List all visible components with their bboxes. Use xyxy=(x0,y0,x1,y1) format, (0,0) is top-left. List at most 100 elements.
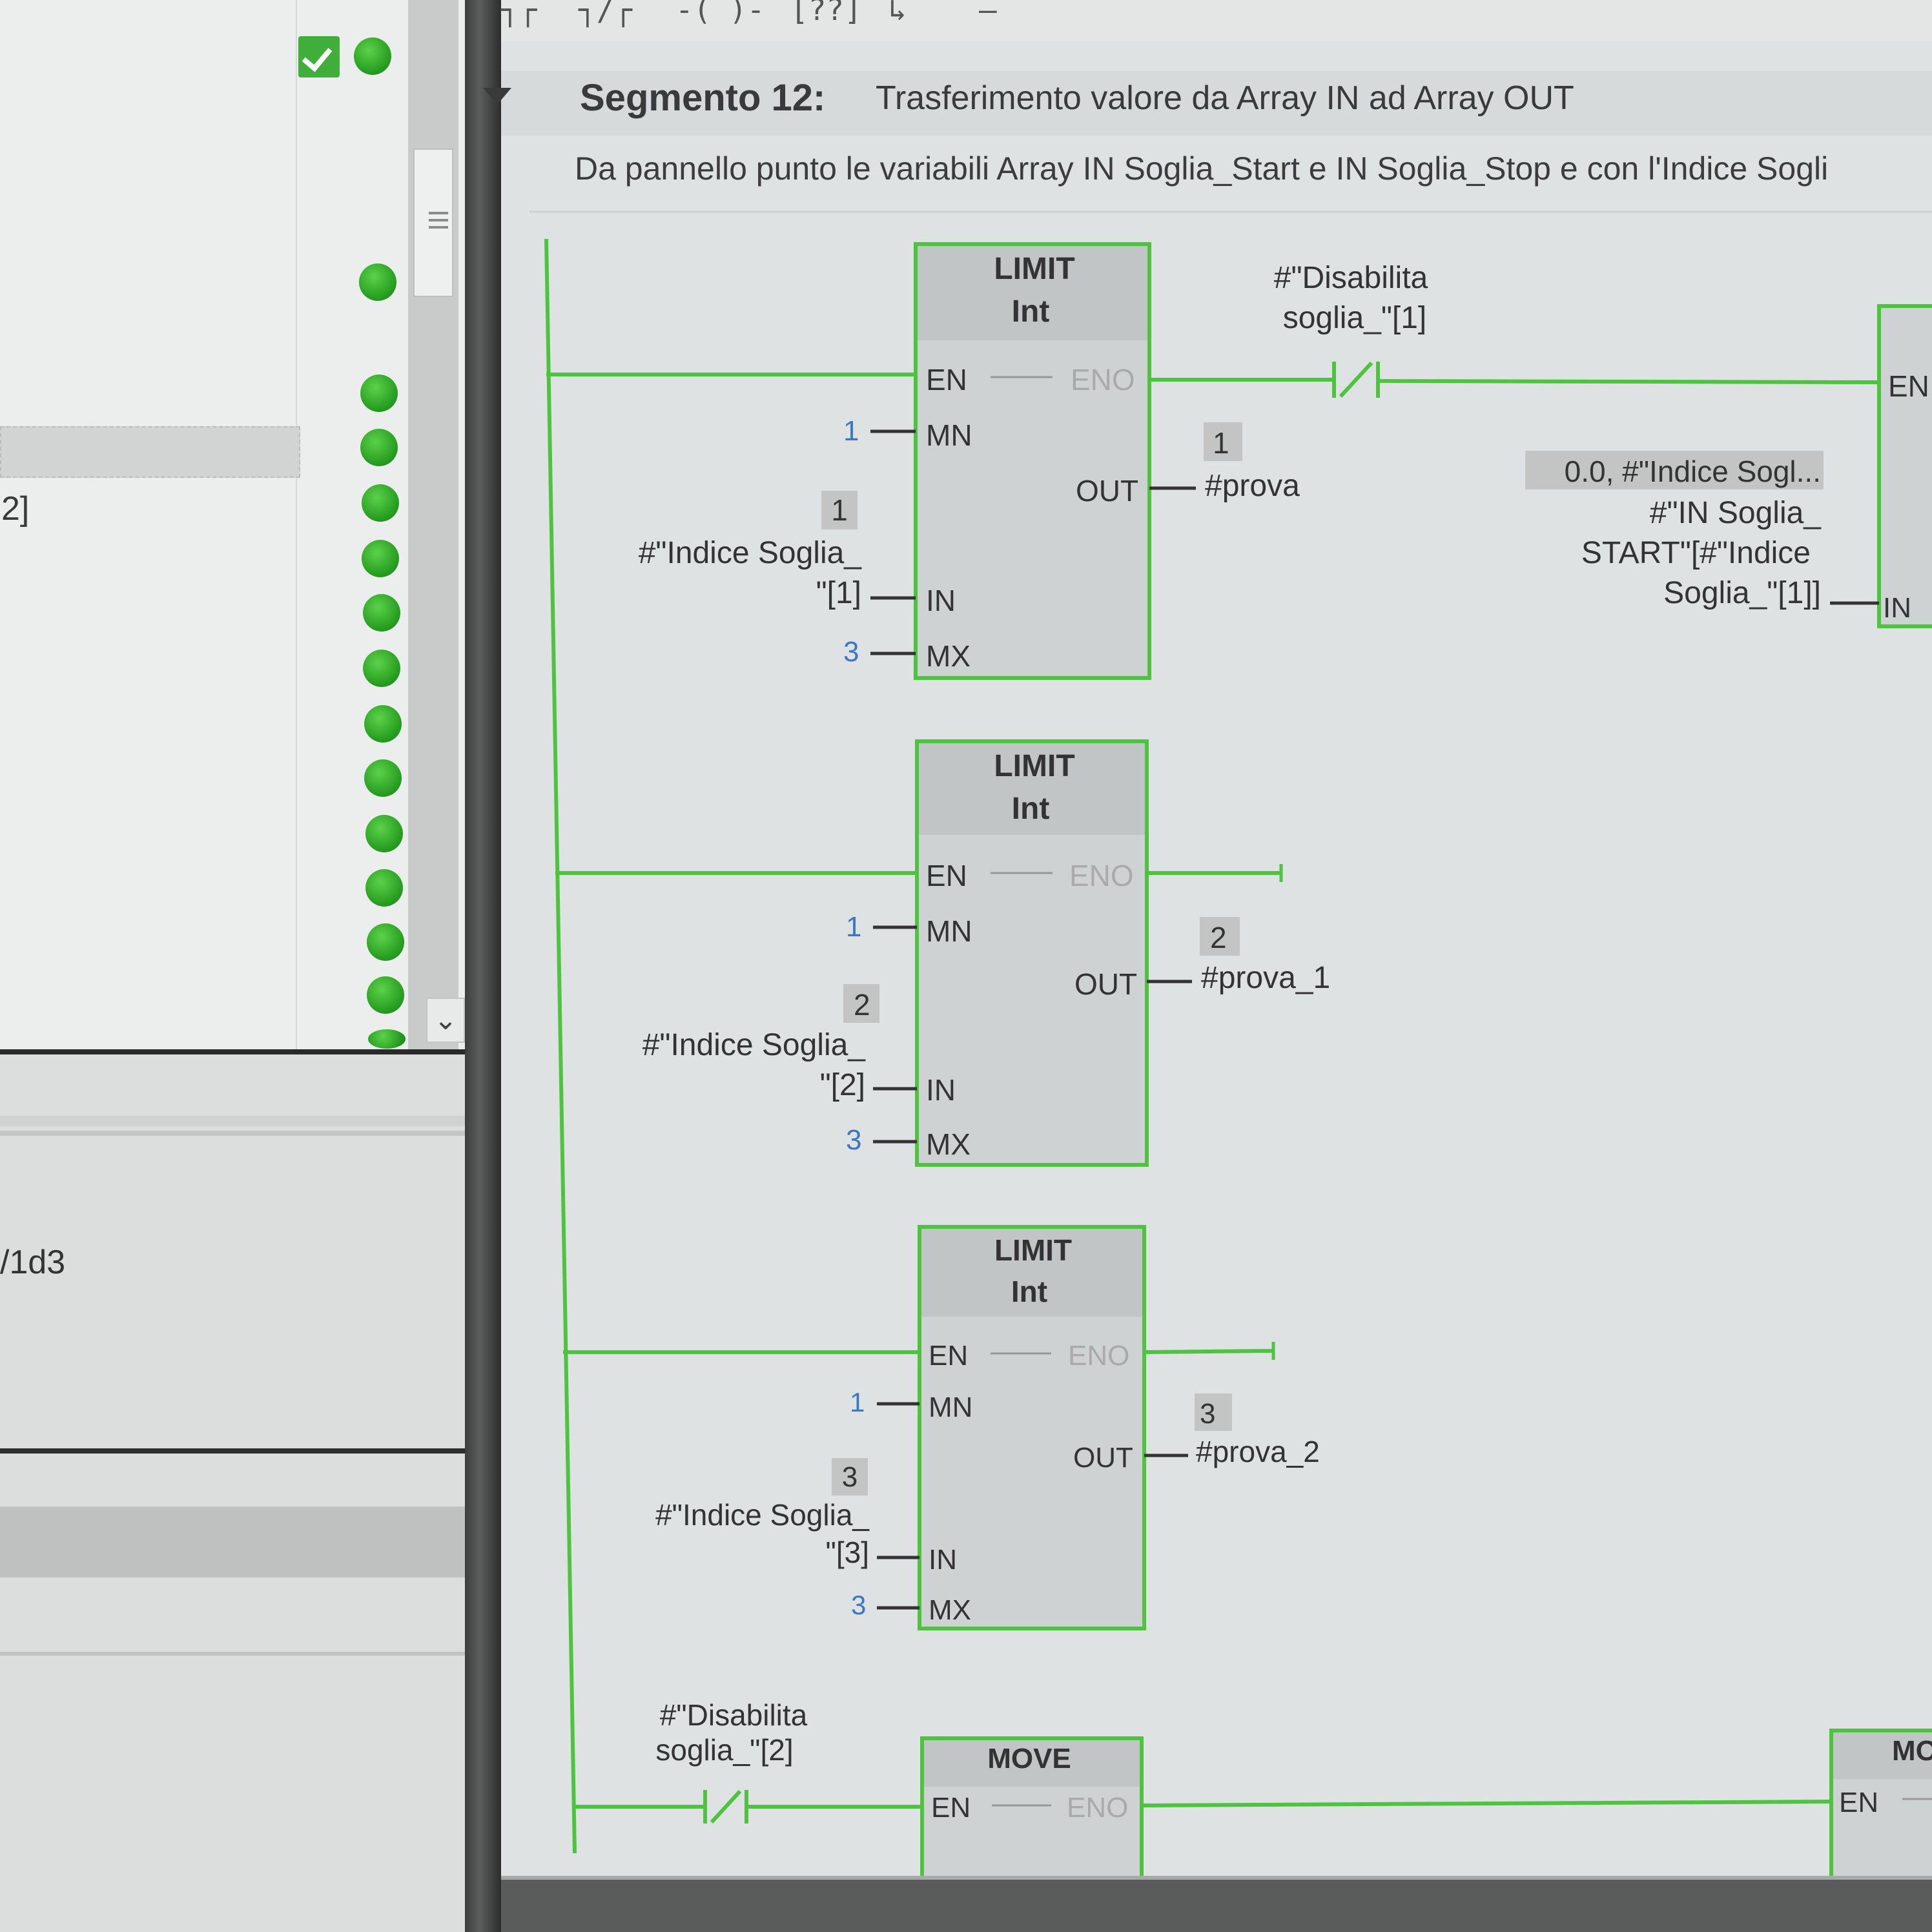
block-type: Int xyxy=(1012,294,1050,329)
row-label-fragment: 2] xyxy=(1,490,30,528)
status-ok-icon xyxy=(354,37,391,75)
in-operand[interactable]: #"Indice Soglia_ xyxy=(642,1028,867,1062)
in-monitor-box xyxy=(821,491,858,529)
details-panel xyxy=(0,1049,481,1932)
pin-eno: ENO xyxy=(1071,363,1135,396)
status-ok-icon xyxy=(367,923,404,961)
scroll-down-button[interactable]: ⌄ xyxy=(426,998,465,1043)
status-ok-icon xyxy=(362,540,399,577)
in-monitor-value: 3 xyxy=(842,1461,858,1493)
panel-band xyxy=(0,1131,481,1136)
pin-in: IN xyxy=(926,584,956,617)
no-contact-icon[interactable]: ┐┌ xyxy=(501,0,537,27)
move-block-2[interactable]: MO EN xyxy=(1829,1729,1932,1881)
segment-title: Segmento 12: xyxy=(580,77,826,119)
pin-en: EN xyxy=(1888,369,1929,403)
mn-constant[interactable]: 1 xyxy=(843,415,859,447)
in-monitor-value: 1 xyxy=(831,493,848,527)
panel-band xyxy=(0,1506,481,1577)
empty-box-icon[interactable]: [??] xyxy=(790,0,862,27)
out-operand[interactable]: #prova_2 xyxy=(1196,1435,1320,1468)
status-ok-icon xyxy=(360,375,398,412)
pin-eno: ENO xyxy=(1069,859,1134,892)
out-operand[interactable]: #prova_1 xyxy=(1201,961,1330,995)
out-monitor-value: 2 xyxy=(1210,921,1227,954)
in-monitor-box xyxy=(843,984,879,1023)
grip-icon xyxy=(429,212,448,229)
mn-constant[interactable]: 1 xyxy=(850,1387,865,1417)
status-ok-icon xyxy=(362,484,399,522)
right-block[interactable]: EN IN xyxy=(1877,304,1932,628)
contact-operand-index[interactable]: soglia_"[1] xyxy=(1283,301,1427,335)
limit-block-1[interactable]: LIMIT Int EN ENO MN OUT IN MX xyxy=(914,242,1151,680)
pin-mn: MN xyxy=(929,1392,972,1423)
status-ok-icon xyxy=(364,705,402,743)
nc-contact-1[interactable] xyxy=(1332,361,1380,398)
panel-splitter[interactable] xyxy=(465,0,501,1932)
segment-comment[interactable]: Da pannello punto le variabili Array IN … xyxy=(575,150,1829,187)
mx-constant[interactable]: 3 xyxy=(851,1590,866,1620)
in-monitor-box xyxy=(832,1458,868,1495)
out-monitor-value: 1 xyxy=(1213,426,1229,460)
contact-operand[interactable]: #"Disabilita xyxy=(660,1698,808,1732)
selected-row[interactable] xyxy=(0,426,300,478)
mx-constant[interactable]: 3 xyxy=(846,1124,861,1156)
panel-band xyxy=(0,1652,481,1656)
status-ok-icon xyxy=(368,1029,406,1049)
right-in-operand-3[interactable]: Soglia_"[1]] xyxy=(1663,576,1821,610)
in-operand[interactable]: #"Indice Soglia_ xyxy=(639,536,863,570)
mn-constant[interactable]: 1 xyxy=(846,911,861,943)
status-ok-icon xyxy=(365,869,403,907)
pin-en: EN xyxy=(931,1792,971,1824)
right-in-operand-2[interactable]: START"[#"Indice xyxy=(1581,536,1811,570)
right-in-monitor: 0.0, #"Indice Sogl... xyxy=(1565,455,1821,488)
out-monitor-value: 3 xyxy=(1200,1398,1215,1430)
right-in-monitor-box xyxy=(1525,451,1824,489)
status-ok-icon xyxy=(364,759,402,797)
open-branch-icon[interactable]: ↳ xyxy=(889,0,907,27)
right-in-operand[interactable]: #"IN Soglia_ xyxy=(1650,496,1822,530)
block-type: Int xyxy=(1012,792,1050,826)
name-column xyxy=(0,0,297,1049)
in-operand[interactable]: #"Indice Soglia_ xyxy=(655,1498,870,1532)
project-tree-panel: 2] ⌄ /1d3 xyxy=(0,0,481,1932)
pin-en: EN xyxy=(926,859,967,892)
segment-header xyxy=(501,71,1932,136)
pin-mx: MX xyxy=(926,639,971,673)
details-fragment: /1d3 xyxy=(0,1244,66,1281)
in-operand-index[interactable]: "[3] xyxy=(826,1536,869,1569)
out-monitor-box xyxy=(1204,422,1242,461)
nc-contact-icon[interactable]: ┐/┌ xyxy=(579,0,633,27)
contact-operand-index[interactable]: soglia_"[2] xyxy=(655,1733,793,1767)
vertical-scrollbar[interactable] xyxy=(408,0,458,1049)
limit-block-3[interactable]: LIMIT Int EN ENO MN OUT IN MX xyxy=(918,1225,1146,1630)
out-operand[interactable]: #prova xyxy=(1205,469,1300,503)
status-ok-icon xyxy=(360,429,398,466)
in-operand-index[interactable]: "[2] xyxy=(820,1068,865,1102)
segment-subtitle[interactable]: Trasferimento valore da Array IN ad Arra… xyxy=(876,79,1574,117)
pin-out: OUT xyxy=(1073,1442,1133,1474)
status-ok-icon xyxy=(365,815,403,852)
status-ok-icon xyxy=(363,650,400,687)
chevron-down-icon: ⌄ xyxy=(433,1004,458,1036)
pin-in: IN xyxy=(926,1073,956,1107)
pin-en: EN xyxy=(926,363,967,396)
block-type: Int xyxy=(1011,1275,1047,1308)
scrollbar-thumb[interactable] xyxy=(413,149,453,297)
in-monitor-value: 2 xyxy=(854,988,870,1022)
status-ok-icon xyxy=(359,263,396,301)
nc-contact-2[interactable] xyxy=(703,1789,748,1824)
close-branch-icon[interactable]: — xyxy=(979,0,997,27)
mx-constant[interactable]: 3 xyxy=(843,636,859,668)
in-operand-index[interactable]: "[1] xyxy=(816,576,861,610)
contact-operand[interactable]: #"Disabilita xyxy=(1274,261,1428,295)
coil-icon[interactable]: -( )- xyxy=(675,0,765,27)
out-monitor-box xyxy=(1200,917,1240,956)
pin-eno: ENO xyxy=(1067,1792,1128,1824)
limit-block-2[interactable]: LIMIT Int EN ENO MN OUT IN MX xyxy=(915,739,1149,1167)
pin-out: OUT xyxy=(1076,474,1138,508)
move-block-1[interactable]: MOVE EN ENO xyxy=(920,1736,1144,1889)
pin-out: OUT xyxy=(1074,967,1137,1001)
collapse-arrow-icon[interactable] xyxy=(483,88,511,105)
